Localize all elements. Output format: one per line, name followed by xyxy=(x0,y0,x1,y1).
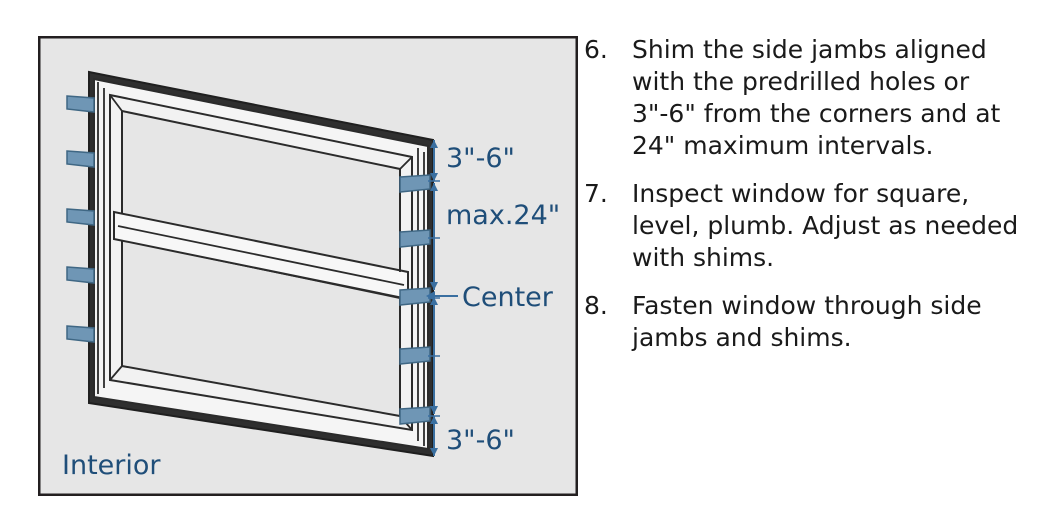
lower-left-bevel xyxy=(109,240,123,381)
left-shim xyxy=(66,325,95,343)
instruction-text: Shim the side jambs aligned with the pre… xyxy=(632,35,1001,160)
dimension-lines xyxy=(426,140,458,456)
left-shim-group xyxy=(66,95,95,343)
bottom-dimension-arrow-up xyxy=(430,416,438,424)
instruction-text: Inspect window for square, level, plumb.… xyxy=(632,179,1019,272)
installation-steps: 6. Shim the side jambs aligned with the … xyxy=(584,34,1034,370)
upper-left-bevel xyxy=(109,94,123,214)
left-shim xyxy=(66,208,95,226)
top-dimension-arrow-up xyxy=(430,140,438,148)
instruction-number: 8. xyxy=(584,291,608,320)
lower-interval-arrow-down xyxy=(430,406,438,414)
max-interval-arrow-down xyxy=(430,282,438,290)
top-dimension-label: 3"-6" xyxy=(446,143,515,174)
instruction-step-7: 7. Inspect window for square, level, plu… xyxy=(584,178,1034,274)
diagram-labels: 3"-6" max.24" Center 3"-6" Interior xyxy=(62,143,560,481)
interior-label: Interior xyxy=(62,450,161,481)
instruction-number: 6. xyxy=(584,35,608,64)
lower-interval-arrow-up xyxy=(430,297,438,305)
bottom-dimension-arrow-down xyxy=(430,448,438,456)
instruction-text: Fasten window through side jambs and shi… xyxy=(632,291,982,352)
instruction-number: 7. xyxy=(584,179,608,208)
right-shim-group xyxy=(399,174,431,425)
max-interval-arrow-up xyxy=(430,183,438,191)
center-label: Center xyxy=(462,282,554,313)
top-dimension-arrow-down xyxy=(430,173,438,181)
diagram-svg: 3"-6" max.24" Center 3"-6" Interior xyxy=(38,36,578,496)
right-shim xyxy=(399,287,431,306)
left-shim xyxy=(66,266,95,284)
instruction-step-6: 6. Shim the side jambs aligned with the … xyxy=(584,34,1034,162)
instruction-step-8: 8. Fasten window through side jambs and … xyxy=(584,290,1034,354)
right-shim xyxy=(399,174,431,193)
center-arrow-icon xyxy=(426,291,435,301)
max-interval-label: max.24" xyxy=(446,200,560,231)
left-shim xyxy=(66,95,95,113)
bottom-dimension-label: 3"-6" xyxy=(446,425,515,456)
meeting-rail-line xyxy=(117,225,405,286)
window-installation-diagram: 3"-6" max.24" Center 3"-6" Interior xyxy=(38,36,578,496)
right-shim xyxy=(399,229,431,248)
left-shim xyxy=(66,150,95,168)
right-shim xyxy=(399,346,431,365)
window-frame xyxy=(88,70,434,458)
right-shim xyxy=(399,406,431,425)
